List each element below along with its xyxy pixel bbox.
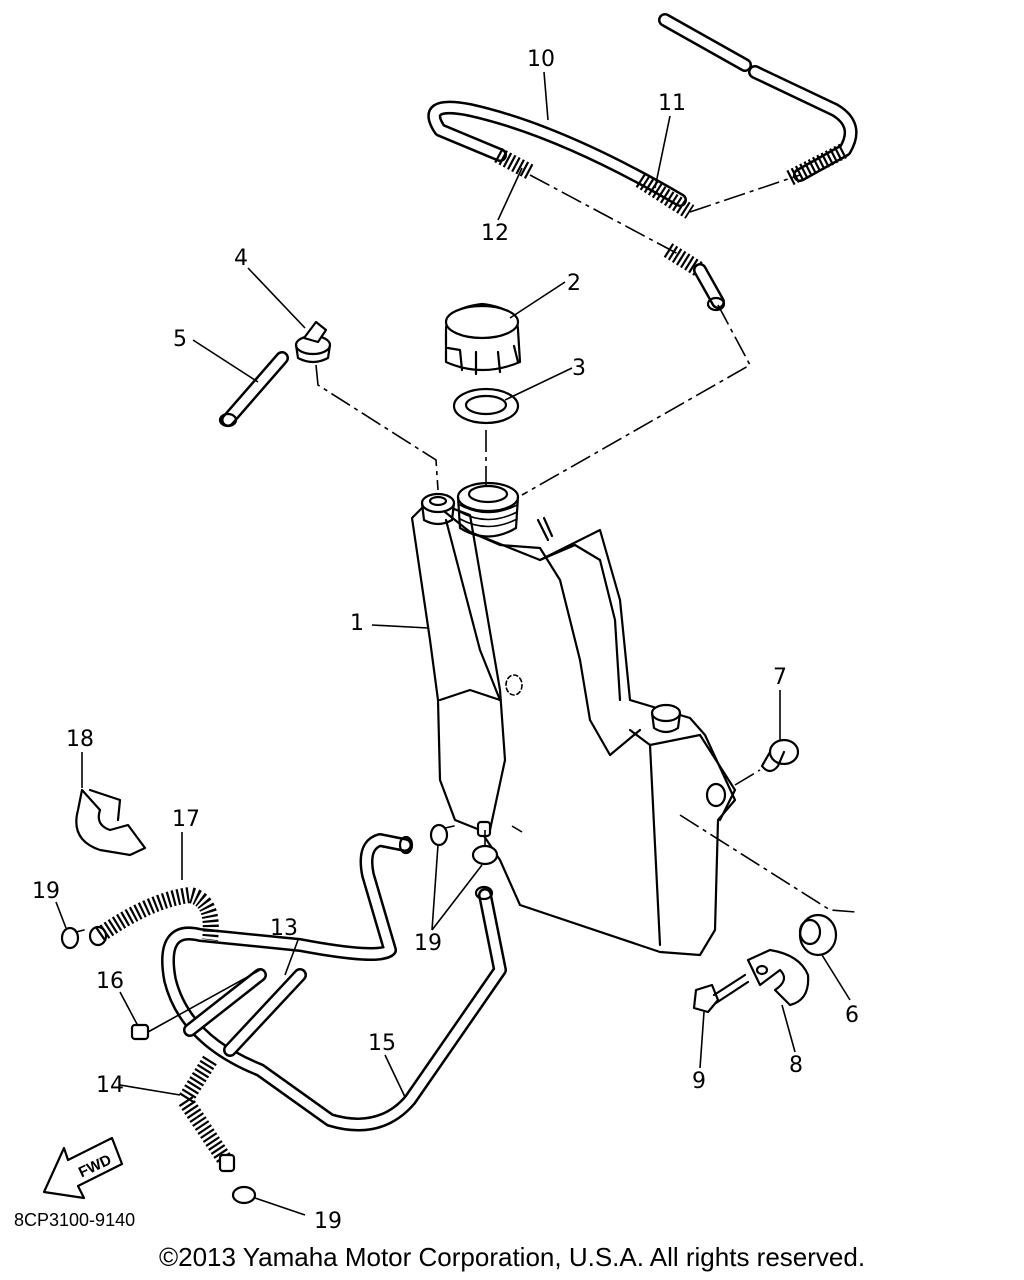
vent-fitting — [294, 320, 332, 364]
collar — [760, 738, 800, 773]
callout-18: 18 — [66, 727, 94, 752]
short-hose — [218, 351, 289, 428]
callout-19-bottom: 19 — [314, 1209, 342, 1234]
clip-tie — [147, 969, 261, 1033]
filler-neck — [456, 481, 520, 538]
leader-lines — [55, 71, 851, 1216]
callout-2: 2 — [567, 271, 581, 296]
callout-8: 8 — [789, 1053, 803, 1078]
diagram-code: 8CP3100-9140 — [14, 1210, 136, 1230]
cap-gasket — [452, 387, 520, 425]
callout-19-left: 19 — [32, 879, 60, 904]
hose-clamp-left — [60, 926, 85, 950]
vent-spigot — [536, 516, 554, 542]
callout-4: 4 — [234, 246, 248, 271]
hose-holder — [75, 788, 147, 857]
callout-17: 17 — [172, 807, 200, 832]
parts-diagram: 1 2 3 4 5 6 7 8 9 10 11 12 13 14 15 16 1… — [32, 13, 859, 1234]
callout-14: 14 — [96, 1073, 124, 1098]
tank-cap — [444, 302, 522, 376]
fwd-arrow: FWD — [42, 1136, 124, 1200]
callout-15: 15 — [368, 1031, 396, 1056]
lower-hose-assembly — [88, 833, 507, 1173]
callout-labels: 1 2 3 4 5 6 7 8 9 10 11 12 13 14 15 16 1… — [32, 47, 859, 1234]
hose-clip — [130, 1023, 150, 1041]
copyright-notice: ©2013 Yamaha Motor Corporation, U.S.A. A… — [158, 1242, 866, 1272]
callout-9: 9 — [692, 1069, 706, 1094]
callout-19-middle: 19 — [414, 931, 442, 956]
bolt — [692, 973, 750, 1014]
return-nipple — [650, 703, 682, 734]
clamp-bracket — [746, 948, 810, 1007]
callout-5: 5 — [173, 327, 187, 352]
grommet — [798, 913, 838, 957]
vent-hose-assembly — [427, 13, 858, 312]
callout-3: 3 — [572, 356, 586, 381]
hose-clamp-bottom — [231, 1185, 257, 1205]
hose-clamp-upper — [429, 823, 499, 866]
callout-10: 10 — [527, 47, 555, 72]
assembly-lines — [315, 304, 857, 913]
callout-13: 13 — [270, 916, 298, 941]
oil-tank — [410, 498, 737, 957]
callout-12: 12 — [481, 221, 509, 246]
callout-7: 7 — [773, 665, 787, 690]
callout-1: 1 — [350, 611, 364, 636]
callout-6: 6 — [845, 1003, 859, 1028]
callout-11: 11 — [658, 91, 686, 116]
callout-16: 16 — [96, 969, 124, 994]
vent-nipple — [420, 492, 456, 526]
